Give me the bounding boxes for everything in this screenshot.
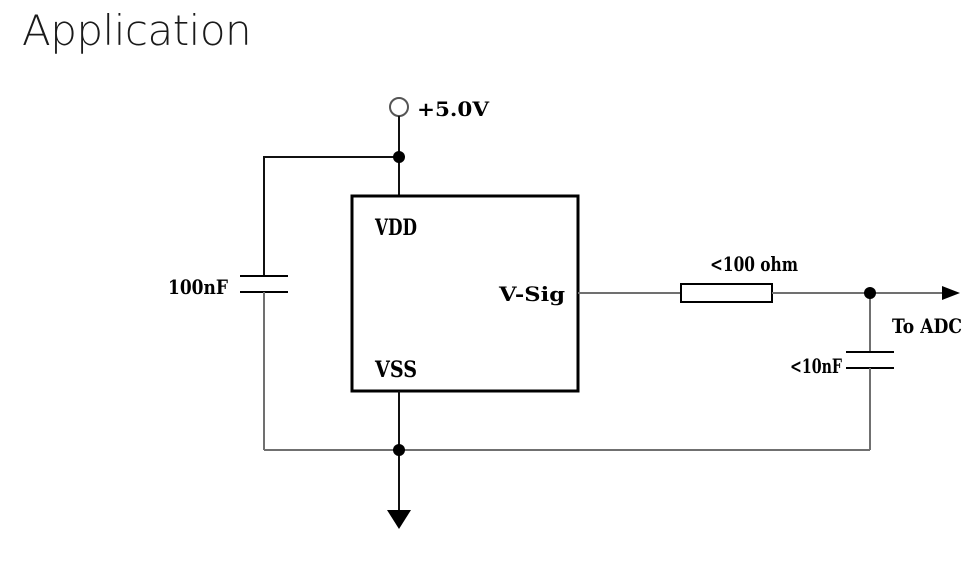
supply-voltage-label: +5.0V xyxy=(417,97,490,121)
chip-pin-signal-label: V-Sig xyxy=(498,282,565,306)
chip-pin-vss-label: VSS xyxy=(374,357,417,383)
junction-node-output xyxy=(864,287,876,299)
supply-terminal-icon xyxy=(389,97,409,117)
decoupling-top-wire xyxy=(263,156,399,276)
filter-capacitor-label: <10nF xyxy=(790,354,842,378)
output-arrow-icon xyxy=(942,286,960,300)
series-resistor xyxy=(680,283,773,303)
series-resistor-label: <100 ohm xyxy=(710,252,798,276)
output-label: To ADC xyxy=(892,314,962,338)
junction-node-ground xyxy=(393,444,405,456)
chip-pin-vdd-label: VDD xyxy=(374,215,417,241)
sensor-chip xyxy=(350,194,580,393)
junction-node-vdd xyxy=(393,151,405,163)
ground-arrow-icon xyxy=(387,510,411,529)
page-title: Application xyxy=(22,6,252,55)
decoupling-capacitor-label: 100nF xyxy=(168,275,228,299)
